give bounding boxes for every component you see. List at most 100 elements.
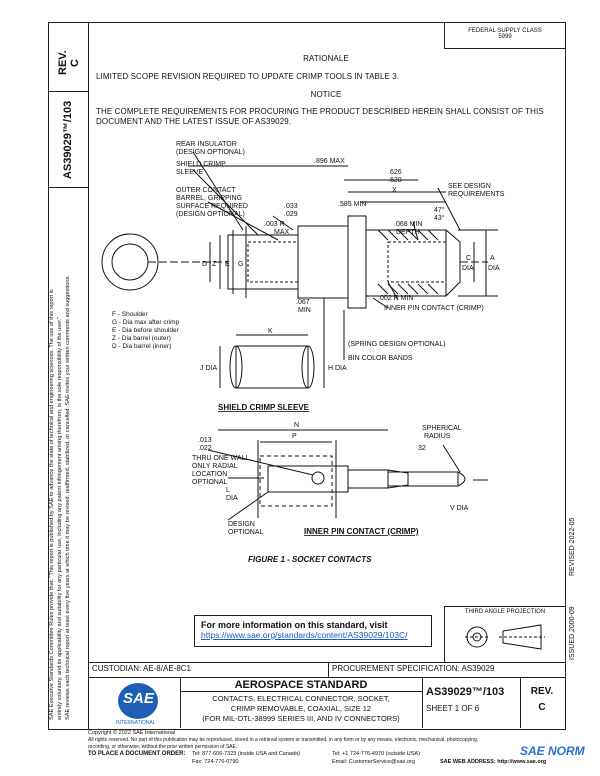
legal-notice-3: SAE reviews each technical report at lea… (65, 275, 71, 720)
pin-barrel (259, 455, 333, 507)
shield-sleeve-title: SHIELD CRIMP SLEEVE (218, 403, 310, 412)
drawing-frame (88, 22, 566, 730)
thru-wall-2: ONLY RADIAL (192, 463, 238, 470)
notice-heading: NOTICE (310, 90, 342, 99)
title-line-3: (FOR MIL-DTL-38999 SERIES III, AND IV CO… (202, 714, 400, 723)
fax: Fax: 724-776-0790 (192, 759, 239, 765)
legal-notice-1: SAE Executive Standards Committee Rules … (49, 289, 55, 720)
tel-1: Tel: 877-606-7323 (inside USA and Canada… (192, 751, 300, 757)
figure-caption: FIGURE 1 - SOCKET CONTACTS (248, 555, 372, 564)
dim-l: L (226, 487, 230, 494)
dim-k: K (268, 328, 273, 335)
spherical-2: RADIUS (424, 433, 451, 440)
v-dia: V DIA (450, 505, 469, 512)
socket-contact-drawing: REAR INSULATOR (DESIGN OPTIONAL) SHIELD … (101, 141, 505, 564)
dim-x: X (392, 187, 397, 194)
label-spring-design: (SPRING DESIGN OPTIONAL) (348, 341, 446, 348)
order-label: TO PLACE A DOCUMENT ORDER: (88, 751, 186, 757)
custodian: CUSTODIAN: AE-8/AE-8C1 (92, 664, 191, 673)
dim-033: .033 (284, 203, 298, 210)
left-strip: REV. C AS39029™/103 (48, 22, 89, 730)
rights-1: All rights reserved. No part of this pub… (88, 737, 479, 743)
dim-003: .003 R (264, 221, 285, 228)
legend-e: E - Dia before shoulder (112, 327, 180, 334)
notice-text-2: DOCUMENT AND THE LATEST ISSUE OF AS39029… (96, 117, 292, 126)
doc-number-vertical: AS39029™/103 (62, 100, 74, 179)
title-line-1: CONTACTS, ELECTRICAL CONNECTOR, SOCKET, (212, 694, 390, 703)
dim-029: .029 (284, 211, 298, 218)
info-box: For more information on this standard, v… (194, 615, 432, 647)
title-rev-value: C (538, 702, 546, 713)
see-design-2: REQUIREMENTS (448, 191, 505, 198)
rights-2: recording, or otherwise, without the pri… (88, 744, 238, 750)
dim-h: H DIA (328, 365, 347, 372)
angle-43: 43° (434, 214, 445, 222)
watermark-sae-norm: SAE NORM (520, 744, 585, 758)
label-outer-contact-3: SURFACE REQUIRED (176, 203, 248, 210)
projection-label: THIRD ANGLE PROJECTION (464, 609, 546, 615)
legend-g: G - Dia max after crimp (112, 319, 180, 326)
legend-f: F - Shoulder (112, 311, 149, 318)
connector-end-circle (101, 233, 159, 291)
tel-2: Tel: +1 724-776-4970 (outside USA) (332, 751, 420, 757)
label-outer-contact-2: BARREL, GRIPPING (176, 195, 242, 202)
dim-626: .626 (388, 169, 402, 176)
dim-n: N (294, 422, 299, 429)
dim-a: A (490, 255, 495, 262)
angle-47: 47° (434, 206, 445, 214)
dim-067: .067 (296, 299, 310, 306)
dim-013: .013 (198, 437, 212, 444)
thru-wall-3: LOCATION (192, 471, 227, 478)
shoulder-body (297, 225, 349, 299)
title-line-2: CRIMP REMOVABLE, COAXIAL, SIZE 12 (230, 704, 372, 713)
letter-d: D (202, 261, 207, 268)
dim-003-max: MAX (274, 229, 290, 236)
shield-sleeve-shape (235, 345, 309, 389)
projection-symbol (465, 624, 545, 650)
projection-box: THIRD ANGLE PROJECTION (444, 606, 565, 663)
title-rev-label: REV. (530, 686, 554, 697)
sae-logo-subtext: INTERNATIONAL (116, 720, 156, 726)
issued-date: ISSUED 2000-09 (569, 606, 576, 660)
title-doc-number: AS39029™/103 (426, 686, 505, 698)
sheet-number: SHEET 1 OF 6 (426, 704, 480, 713)
email: Email: CustomerService@sae.org (332, 759, 415, 765)
front-body (365, 229, 447, 297)
design-optional-2: OPTIONAL (228, 529, 264, 536)
dim-a-dia: DIA (488, 265, 500, 272)
dim-l-dia: DIA (226, 495, 238, 502)
legal-notice-2: entirely voluntary, and its applicabilit… (57, 316, 63, 720)
legend-z: Z - Dia barrel (outer) (112, 335, 171, 342)
label-shield-crimp-1: SHIELD CRIMP (176, 161, 226, 168)
dim-585: .585 MIN (338, 201, 366, 208)
flange (347, 215, 367, 309)
rev-cell: REV. C (49, 23, 89, 92)
dim-002: .002 R MIN (378, 295, 413, 302)
dim-896: .896 MAX (314, 158, 345, 165)
dim-p: P (292, 433, 297, 440)
label-rear-insulator-2: (DESIGN OPTIONAL) (176, 149, 245, 156)
dim-068: .068 MIN (394, 221, 422, 228)
sae-logo (118, 683, 158, 719)
dim-022: .022 (198, 445, 212, 452)
rationale-heading: RATIONALE (303, 54, 349, 63)
label-inner-pin-crimp: INNER PIN CONTACT (CRIMP) (384, 305, 484, 312)
thru-wall-4: OPTIONAL (192, 479, 228, 486)
letter-g: G (238, 261, 243, 268)
dim-067-min: MIN (298, 307, 311, 314)
web-address: SAE WEB ADDRESS: http://www.sae.org (440, 759, 547, 765)
dim-620: .620 (388, 177, 402, 184)
fsc-line2: 5999 (498, 34, 512, 40)
label-outer-contact-4: (DESIGN OPTIONAL) (176, 211, 245, 218)
standard-url-link[interactable]: https://www.sae.org/standards/content/AS… (201, 630, 408, 640)
aerospace-standard: AEROSPACE STANDARD (234, 679, 368, 691)
thru-wall-1: THRU ONE WALL (192, 455, 249, 462)
spherical-1: SPHERICAL (422, 425, 462, 432)
doc-number-cell: AS39029™/103 (49, 91, 89, 188)
letter-z: Z (212, 261, 217, 268)
label-bin-color: BIN COLOR BANDS (348, 355, 413, 362)
copyright: Copyright © 2022 SAE International (88, 730, 176, 736)
dim-depth: DEPTH (396, 229, 420, 236)
legend-d: D - Dia barrel (inner) (112, 343, 171, 350)
sae-logo-text: SAE (123, 690, 154, 707)
